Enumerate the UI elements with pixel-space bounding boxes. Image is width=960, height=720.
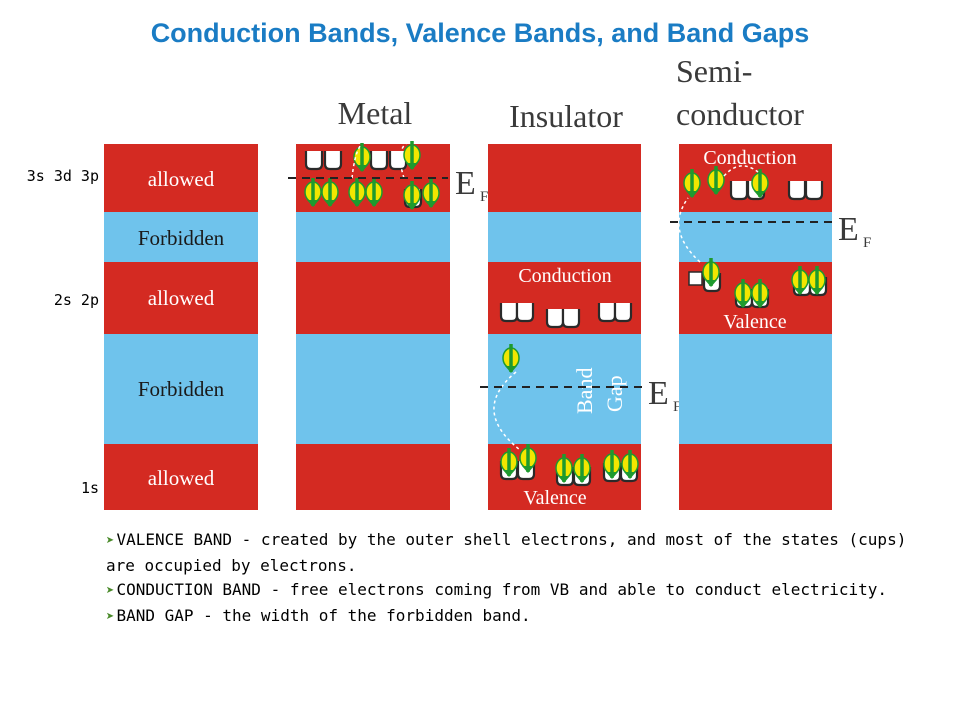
orbital-label-1s: 1s	[81, 479, 99, 497]
metal-title: Metal	[338, 95, 413, 131]
empty-state-cup	[804, 179, 824, 201]
forbidden-band	[679, 334, 832, 444]
semiconductor-column: Semi- conductor Conduction E F Valence	[670, 53, 871, 510]
forbidden-band	[296, 334, 450, 444]
empty-state-cup	[729, 179, 749, 201]
forbidden-band	[296, 212, 450, 262]
empty-state-cup	[304, 149, 324, 171]
forbidden-band	[104, 334, 258, 444]
empty-state-cup	[787, 179, 807, 201]
page-title: Conduction Bands, Valence Bands, and Ban…	[150, 18, 810, 48]
metal-column: Metal E F	[288, 95, 488, 510]
allowed-band	[296, 262, 450, 334]
bullet-text: BAND GAP - the width of the forbidden ba…	[116, 605, 531, 625]
band-label: allowed	[148, 167, 215, 191]
excitation-arrow	[723, 165, 759, 177]
allowed-band	[488, 144, 641, 212]
band-label: Forbidden	[138, 377, 225, 401]
band-label: allowed	[148, 466, 215, 490]
bullet-item: ➤VALENCE BAND - created by the outer she…	[106, 528, 926, 578]
band-gap-label: Band	[572, 368, 597, 414]
fermi-symbol: E	[838, 211, 859, 248]
valence-label: Valence	[523, 487, 586, 509]
empty-state-cup	[369, 149, 389, 171]
allowed-band	[104, 144, 258, 212]
empty-state-cup	[613, 301, 633, 323]
bullet-item: ➤BAND GAP - the width of the forbidden b…	[106, 604, 926, 630]
band-gap-label: Gap	[602, 375, 627, 412]
fermi-symbol: E	[648, 375, 669, 412]
empty-state-cup	[515, 301, 535, 323]
bullet-item: ➤CONDUCTION BAND - free electrons coming…	[106, 578, 926, 604]
fermi-subscript: F	[673, 399, 681, 415]
allowed-band	[679, 444, 832, 510]
bullet-arrow-icon: ➤	[106, 583, 115, 599]
hole-state	[688, 271, 703, 286]
forbidden-band	[488, 212, 641, 262]
fermi-symbol: E	[455, 165, 476, 202]
band-label: allowed	[148, 286, 215, 310]
forbidden-band	[679, 212, 832, 262]
fermi-subscript: F	[480, 189, 488, 205]
forbidden-band	[104, 212, 258, 262]
semiconductor-title: conductor	[676, 96, 804, 132]
bullet-arrow-icon: ➤	[106, 608, 115, 625]
allowed-band	[104, 444, 258, 510]
semiconductor-title: Semi-	[676, 53, 752, 89]
excitation-arrow	[399, 141, 409, 179]
conduction-label: Conduction	[703, 147, 796, 169]
allowed-band	[104, 262, 258, 334]
reference-column: allowed Forbidden allowed Forbidden allo…	[104, 144, 258, 510]
valence-label: Valence	[723, 311, 786, 333]
empty-state-cup	[323, 149, 343, 171]
empty-state-cup	[597, 301, 617, 323]
empty-state-cup	[499, 301, 519, 323]
bullet-text: CONDUCTION BAND - free electrons coming …	[116, 580, 888, 599]
insulator-column: Insulator Conduction Band Gap Valence E …	[480, 98, 681, 510]
bullet-text: VALENCE BAND - created by the outer shel…	[106, 530, 907, 575]
bullet-arrow-icon: ➤	[106, 533, 115, 549]
empty-state-cup	[545, 307, 565, 329]
empty-state-cup	[561, 307, 581, 329]
bullet-list: ➤VALENCE BAND - created by the outer she…	[106, 528, 926, 629]
band-label: Forbidden	[138, 226, 225, 250]
conduction-label: Conduction	[518, 265, 611, 287]
insulator-title: Insulator	[509, 98, 623, 134]
fermi-subscript: F	[863, 235, 871, 251]
excitation-arrow	[678, 197, 701, 263]
orbital-label-2s2p: 2s 2p	[54, 291, 99, 309]
allowed-band	[296, 444, 450, 510]
orbital-label-3s3d3p: 3s 3d 3p	[27, 167, 99, 185]
